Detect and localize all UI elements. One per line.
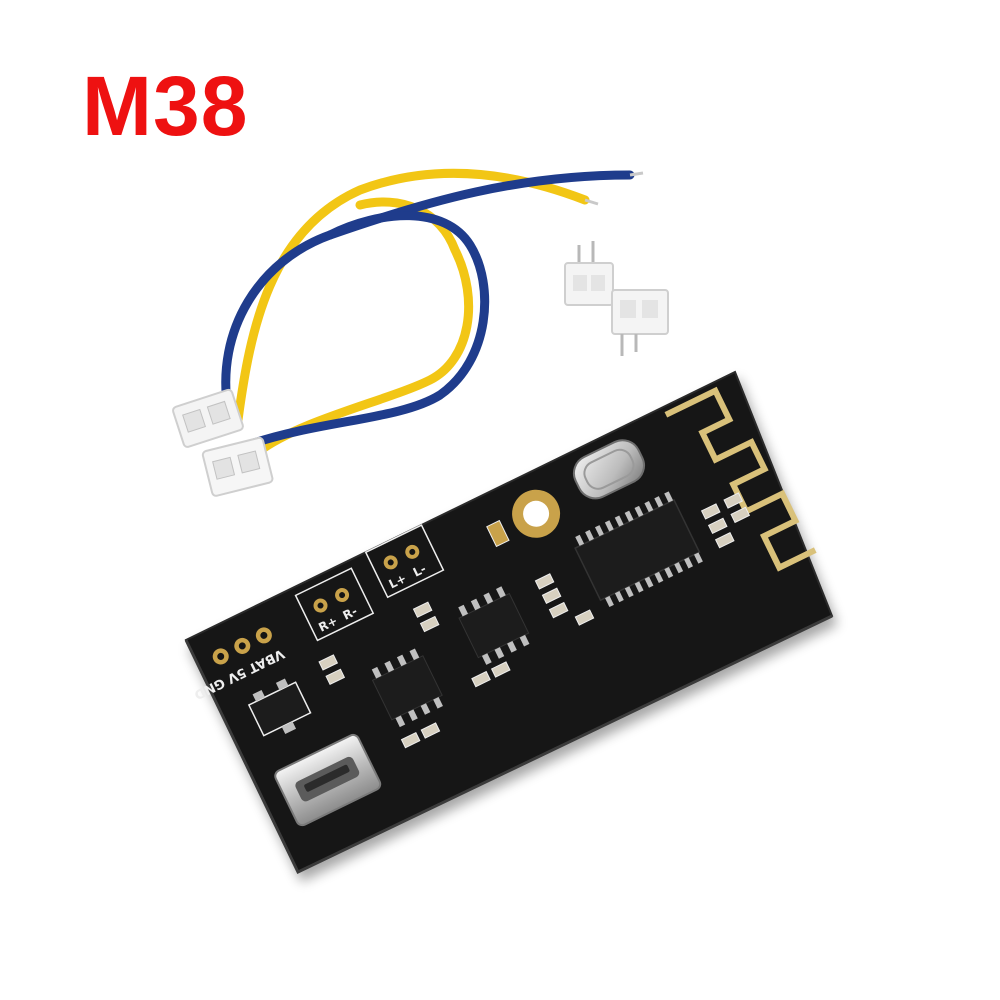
product-title: M38 bbox=[82, 59, 249, 153]
jst-socket-2 bbox=[611, 289, 669, 356]
blue-wire-2 bbox=[243, 211, 490, 450]
left-plus-label: L+ bbox=[387, 571, 409, 591]
bluetooth-chip bbox=[574, 491, 703, 608]
amplifier-chip-right bbox=[371, 648, 443, 728]
jst-plug-lower bbox=[201, 436, 274, 497]
mounting-hole bbox=[512, 489, 561, 538]
amplifier-chip-left bbox=[458, 586, 530, 665]
power-header-pads bbox=[212, 627, 272, 665]
left-minus-label: L- bbox=[411, 562, 429, 580]
yellow-wire bbox=[233, 168, 590, 425]
right-speaker-pads bbox=[294, 567, 375, 642]
passive-components bbox=[318, 492, 751, 749]
wire-tip bbox=[584, 198, 599, 206]
jst-socket-1 bbox=[564, 241, 614, 306]
left-speaker-pads bbox=[364, 524, 445, 599]
yellow-wire-2 bbox=[253, 197, 474, 457]
jst-cable bbox=[172, 168, 644, 497]
crystal-oscillator bbox=[572, 439, 646, 500]
pcb-antenna bbox=[664, 386, 817, 572]
voltage-regulator bbox=[247, 678, 312, 737]
jst-plug-upper bbox=[172, 388, 244, 448]
wire-tip bbox=[629, 171, 644, 177]
micro-usb-port bbox=[274, 733, 382, 827]
right-minus-label: R- bbox=[341, 604, 360, 623]
